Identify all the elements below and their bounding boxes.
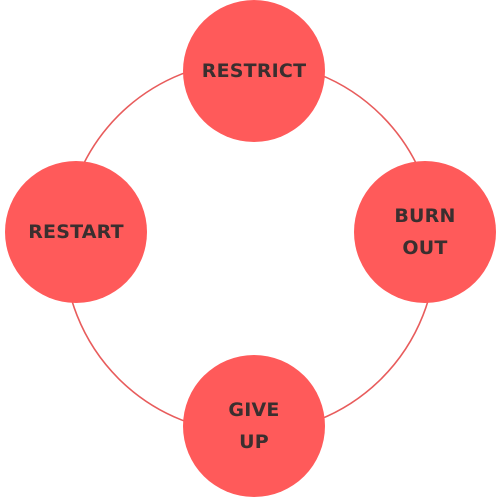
cycle-node-burn-out: BURN OUT (354, 161, 496, 303)
cycle-node-label: RESTART (28, 221, 124, 243)
cycle-node-label: GIVE UP (228, 399, 280, 453)
cycle-node-restart: RESTART (5, 161, 147, 303)
cycle-node-give-up: GIVE UP (183, 355, 325, 497)
cycle-node-restrict: RESTRICT (183, 0, 325, 142)
cycle-node-label: BURN OUT (394, 205, 456, 259)
cycle-node-label: RESTRICT (201, 60, 307, 82)
